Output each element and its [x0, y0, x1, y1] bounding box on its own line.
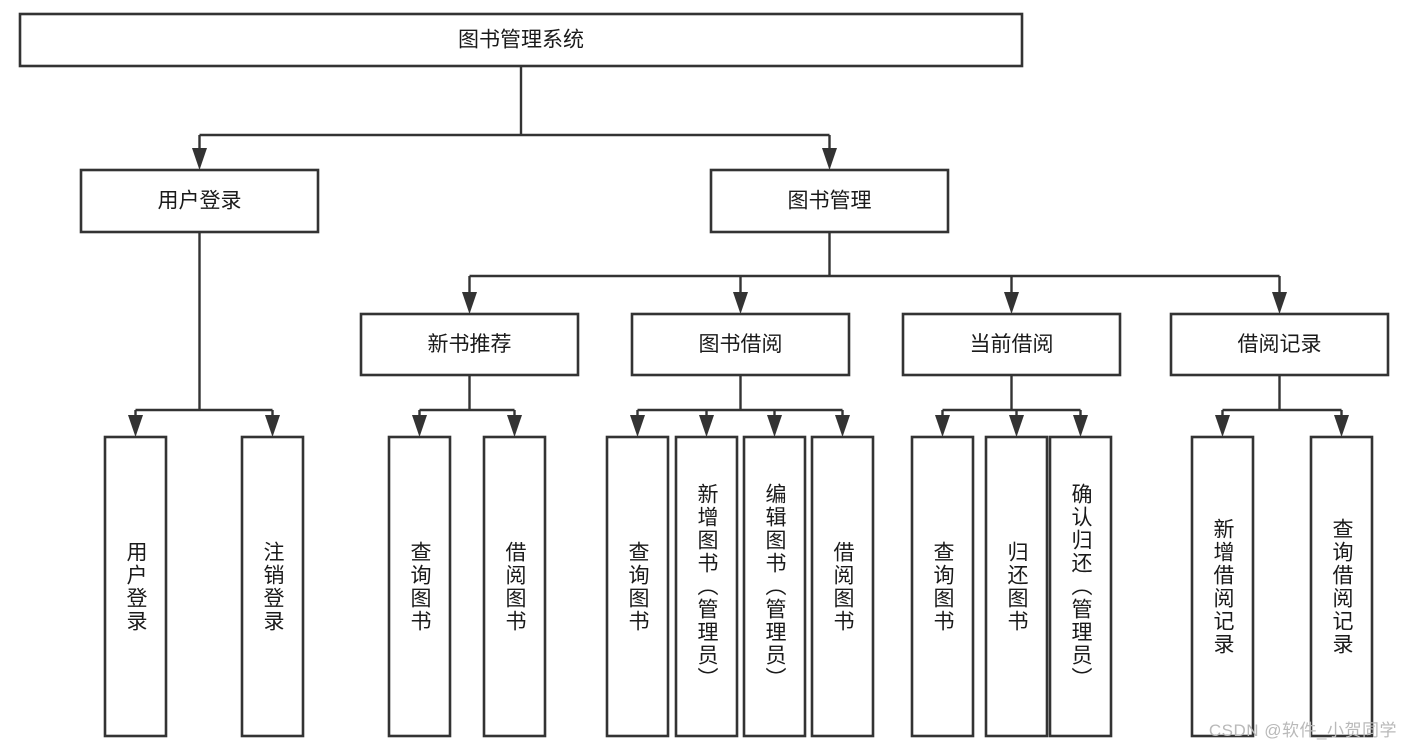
conn-book-borrow-branch-2-arrowhead	[767, 415, 782, 437]
conn-current-borrow-branch-1-arrowhead	[1009, 415, 1024, 437]
node-leaf-confirm-return[interactable]	[1048, 435, 1113, 738]
node-leaf-query-book-3[interactable]	[910, 435, 975, 738]
watermark-text: CSDN @软件_小贺同学	[1208, 721, 1397, 740]
node-label-current-borrow: 当前借阅	[970, 333, 1054, 356]
node-book-manage[interactable]	[709, 168, 950, 234]
node-current-borrow[interactable]	[901, 312, 1122, 377]
conn-book-borrow-branch-3-arrowhead	[835, 415, 850, 437]
conn-book-borrow-branch-1-arrowhead	[699, 415, 714, 437]
node-leaf-user-login[interactable]	[103, 435, 168, 738]
node-leaf-return-book[interactable]	[984, 435, 1049, 738]
conn-root-branch-0-arrowhead	[192, 148, 207, 170]
node-borrow-record[interactable]	[1169, 312, 1390, 377]
conn-book-manage-branch-2-arrowhead	[1004, 292, 1019, 314]
node-leaf-add-book[interactable]	[674, 435, 739, 738]
node-leaf-borrow-book-2[interactable]	[810, 435, 875, 738]
node-label-book-manage: 图书管理	[788, 190, 872, 213]
conn-borrow-record-branch-1-arrowhead	[1334, 415, 1349, 437]
node-leaf-add-record[interactable]	[1190, 435, 1255, 738]
conn-book-manage-branch-3-arrowhead	[1272, 292, 1287, 314]
conn-book-manage-branch-1-arrowhead	[733, 292, 748, 314]
conn-user-login-branch-1-arrowhead	[265, 415, 280, 437]
conn-new-book-recommend-branch-1-arrowhead	[507, 415, 522, 437]
boxes-layer	[18, 12, 1390, 738]
node-new-book-recommend[interactable]	[359, 312, 580, 377]
conn-user-login-branch-0-arrowhead	[128, 415, 143, 437]
node-leaf-query-book-2[interactable]	[605, 435, 670, 738]
node-label-new-book-recommend: 新书推荐	[428, 333, 512, 356]
conn-new-book-recommend-branch-0-arrowhead	[412, 415, 427, 437]
node-leaf-logout[interactable]	[240, 435, 305, 738]
node-label-borrow-record: 借阅记录	[1238, 333, 1322, 356]
node-label-book-borrow: 图书借阅	[699, 333, 783, 356]
node-label-root: 图书管理系统	[458, 29, 584, 52]
conn-root-branch-1-arrowhead	[822, 148, 837, 170]
conn-current-borrow-branch-2-arrowhead	[1073, 415, 1088, 437]
node-leaf-edit-book[interactable]	[742, 435, 807, 738]
connectors-layer	[128, 66, 1349, 437]
node-book-borrow[interactable]	[630, 312, 851, 377]
node-label-user-login: 用户登录	[158, 190, 242, 213]
node-leaf-query-record[interactable]	[1309, 435, 1374, 738]
conn-book-borrow-branch-0-arrowhead	[630, 415, 645, 437]
node-leaf-query-book-1[interactable]	[387, 435, 452, 738]
conn-current-borrow-branch-0-arrowhead	[935, 415, 950, 437]
node-root[interactable]	[18, 12, 1024, 68]
conn-borrow-record-branch-0-arrowhead	[1215, 415, 1230, 437]
conn-book-manage-branch-0-arrowhead	[462, 292, 477, 314]
node-leaf-borrow-book-1[interactable]	[482, 435, 547, 738]
node-user-login[interactable]	[79, 168, 320, 234]
